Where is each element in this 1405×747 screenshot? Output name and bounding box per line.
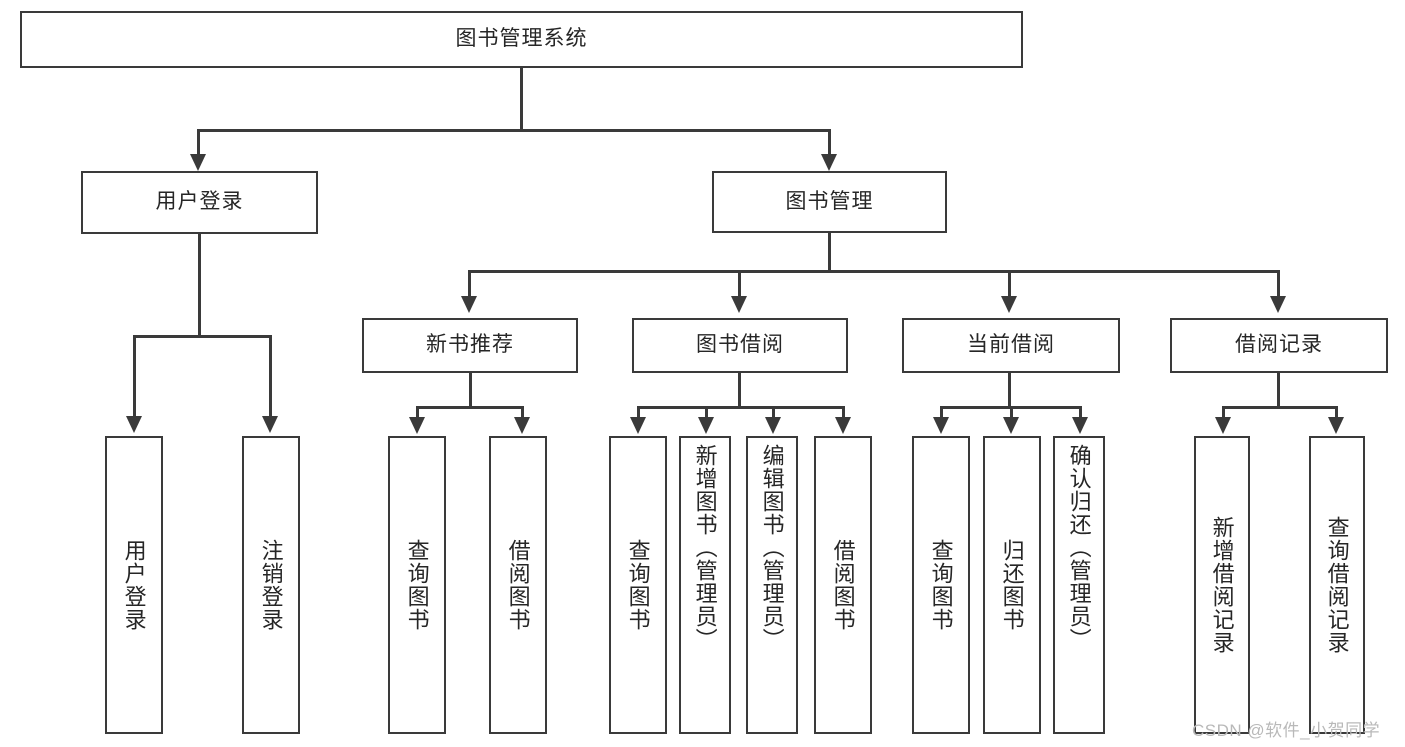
connector-current-drop-0 [940,406,943,420]
node-label: 查询借阅记录 [1324,516,1350,654]
leaf-add-borrow-record[interactable]: 新增借阅记录 [1194,436,1250,734]
node-label: 归还图书 [999,539,1025,631]
connector-root-stem [520,68,523,129]
connector-recommend-drop-1 [521,406,524,420]
connector-record-bus [1222,406,1338,409]
leaf-query-borrow-record[interactable]: 查询借阅记录 [1309,436,1365,734]
arrowhead-current-1 [1003,417,1019,434]
connector-recommend-drop-0 [416,406,419,420]
node-label: 用户登录 [121,539,147,631]
node-label: 新增图书（管理员） [692,444,718,651]
arrowhead-level2-2 [1001,296,1017,313]
arrowhead-current-0 [933,417,949,434]
leaf-add-book-admin[interactable]: 新增图书（管理员） [679,436,731,734]
arrowhead-level2-0 [461,296,477,313]
connector-record-drop-0 [1222,406,1225,420]
connector-current-drop-2 [1079,406,1082,420]
connector-borrow-drop-2 [772,406,775,420]
leaf-query-book-borrow[interactable]: 查询图书 [609,436,667,734]
node-root-system[interactable]: 图书管理系统 [20,11,1023,68]
connector-bookmgmt-stem [828,233,831,270]
node-label: 图书管理系统 [455,27,588,51]
arrowhead-level2-3 [1270,296,1286,313]
node-label: 查询图书 [928,539,954,631]
connector-current-drop-1 [1010,406,1013,420]
connector-borrow-bus [637,406,845,409]
connector-level2-bus [468,270,1280,273]
node-label: 借阅图书 [505,539,531,631]
node-label: 查询图书 [404,539,430,631]
arrowhead-current-2 [1072,417,1088,434]
node-label: 注销登录 [258,539,284,631]
arrowhead-level1-0 [190,154,206,171]
connector-borrow-drop-0 [637,406,640,420]
arrowhead-record-0 [1215,417,1231,434]
node-label: 借阅图书 [830,539,856,631]
arrowhead-recommend-1 [514,417,530,434]
connector-recommend-stem [469,373,472,406]
node-label: 确认归还（管理员） [1066,444,1092,651]
node-label: 借阅记录 [1235,333,1323,357]
connector-userlogin-stem [198,234,201,335]
connector-level1-drop-0 [197,129,200,157]
connector-borrow-drop-3 [842,406,845,420]
connector-userlogin-drop-1 [269,335,272,419]
arrowhead-borrow-0 [630,417,646,434]
connector-level2-drop-3 [1277,270,1280,299]
connector-userlogin-bus [133,335,272,338]
node-book-management[interactable]: 图书管理 [712,171,947,233]
node-label: 图书借阅 [696,333,784,357]
leaf-query-book-recommend[interactable]: 查询图书 [388,436,446,734]
leaf-query-book-current[interactable]: 查询图书 [912,436,970,734]
node-label: 查询图书 [625,539,651,631]
leaf-borrow-book[interactable]: 借阅图书 [814,436,872,734]
leaf-confirm-return-admin[interactable]: 确认归还（管理员） [1053,436,1105,734]
node-label: 图书管理 [785,189,874,213]
node-new-book-recommend[interactable]: 新书推荐 [362,318,578,373]
node-book-borrow[interactable]: 图书借阅 [632,318,848,373]
arrowhead-borrow-1 [698,417,714,434]
arrowhead-record-1 [1328,417,1344,434]
watermark-text: CSDN @软件_小贺同学 [1192,721,1381,740]
arrowhead-userlogin-1 [262,416,278,433]
node-label: 新增借阅记录 [1209,516,1235,654]
connector-level2-drop-2 [1008,270,1011,299]
arrowhead-borrow-3 [835,417,851,434]
node-label: 用户登录 [155,190,244,214]
connector-level1-drop-1 [828,129,831,157]
node-label: 当前借阅 [967,333,1055,357]
connector-level1-bus [197,129,831,132]
connector-level2-drop-1 [738,270,741,299]
connector-level2-drop-0 [468,270,471,299]
connector-current-stem [1008,373,1011,406]
arrowhead-recommend-0 [409,417,425,434]
leaf-edit-book-admin[interactable]: 编辑图书（管理员） [746,436,798,734]
node-user-login[interactable]: 用户登录 [81,171,318,234]
node-label: 新书推荐 [426,333,514,357]
connector-recommend-bus [416,406,524,409]
arrowhead-userlogin-0 [126,416,142,433]
leaf-borrow-book-recommend[interactable]: 借阅图书 [489,436,547,734]
leaf-return-book[interactable]: 归还图书 [983,436,1041,734]
node-label: 编辑图书（管理员） [759,444,785,651]
leaf-user-login[interactable]: 用户登录 [105,436,163,734]
node-borrow-record[interactable]: 借阅记录 [1170,318,1388,373]
node-current-borrow[interactable]: 当前借阅 [902,318,1120,373]
connector-borrow-stem [738,373,741,406]
arrowhead-level2-1 [731,296,747,313]
connector-userlogin-drop-0 [133,335,136,419]
arrowhead-level1-1 [821,154,837,171]
connector-record-stem [1277,373,1280,406]
leaf-logout[interactable]: 注销登录 [242,436,300,734]
arrowhead-borrow-2 [765,417,781,434]
connector-record-drop-1 [1335,406,1338,420]
connector-borrow-drop-1 [705,406,708,420]
